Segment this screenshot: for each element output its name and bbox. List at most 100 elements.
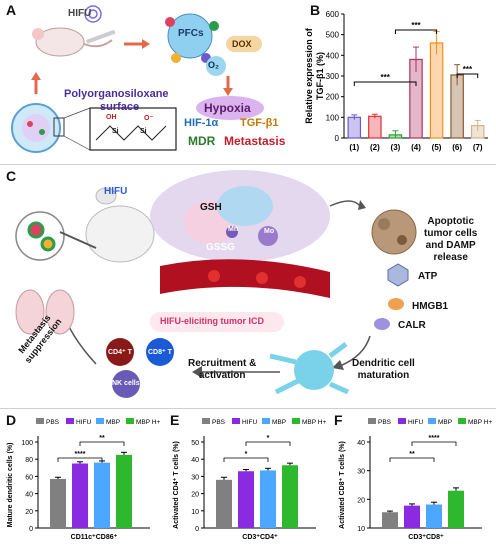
x-axis-label: CD11c⁺CD86⁺ — [71, 534, 118, 541]
bar — [448, 490, 464, 528]
gssg-label: GSSG — [206, 242, 235, 253]
si-label-2: Si — [140, 128, 147, 135]
panel-label-f: F — [334, 412, 343, 428]
hifu-label-c: HIFU — [104, 186, 128, 197]
significance-label: **** — [429, 435, 440, 442]
legend-label: MBP — [106, 419, 120, 426]
y-tick-label: 40 — [357, 440, 365, 447]
hifu-label: HIFU — [68, 8, 92, 19]
legend-swatch — [292, 418, 300, 424]
legend-label: PBS — [46, 419, 60, 426]
dendritic-cell-icon — [269, 342, 350, 395]
significance-bracket — [79, 441, 125, 446]
bar — [94, 462, 110, 528]
hifu-wave-icon — [84, 5, 102, 23]
bar — [116, 454, 132, 528]
si-label-1: Si — [112, 128, 119, 135]
dc-maturation-label: Dendritic cell maturation — [352, 358, 415, 381]
legend-swatch — [428, 418, 436, 424]
legend-swatch — [458, 418, 466, 424]
recruitment-label: Recruitment & activation — [188, 358, 257, 381]
bar — [404, 505, 420, 528]
x-tick-label: (5) — [432, 143, 442, 152]
panel-label-e: E — [170, 412, 180, 428]
hmgb1-label: HMGB1 — [412, 301, 449, 312]
lung-icon — [15, 289, 75, 335]
mouse-icon — [85, 187, 155, 263]
bar — [429, 42, 444, 139]
y-tick-label: 30 — [191, 474, 199, 481]
significance-bracket — [394, 29, 438, 34]
significance-label: *** — [411, 21, 421, 30]
significance-label: ** — [99, 435, 105, 442]
calr-icon — [374, 318, 390, 330]
panel-label-b: B — [310, 2, 321, 18]
cd4-label: CD4⁺ T — [108, 349, 132, 356]
blood-vessel-icon — [160, 259, 330, 298]
legend-label: MBP — [438, 419, 452, 426]
legend-label: PBS — [378, 419, 392, 426]
apoptotic-cell-icon — [371, 209, 417, 255]
tgf-label: TGF-β1 — [240, 117, 279, 129]
y-tick-label: 60 — [25, 474, 33, 481]
nk-cell-icon — [112, 370, 140, 398]
bar — [382, 512, 398, 528]
y-tick-label: 10 — [357, 526, 365, 533]
y-tick-label: 600 — [326, 10, 340, 19]
hmgb1-icon — [388, 298, 404, 310]
bar — [368, 115, 382, 139]
y-tick-label: 80 — [25, 457, 33, 464]
nanoparticle-icon — [11, 103, 65, 153]
y-tick-label: 100 — [326, 113, 340, 122]
surface-label-line2: surface — [100, 101, 140, 113]
panel-label-c: C — [6, 168, 17, 184]
icd-label: HIFU-eliciting tumor ICD — [160, 316, 264, 326]
panel-a-schematic — [11, 5, 264, 153]
cd8-label: CD8⁺ T — [148, 349, 172, 356]
panel-label-d: D — [6, 412, 17, 428]
panel-label-a: A — [6, 2, 17, 18]
y-tick-label: 300 — [326, 72, 340, 81]
significance-label: *** — [380, 73, 390, 82]
hif-label: HIF-1α — [184, 117, 219, 129]
o2-label: O₂ — [208, 60, 219, 70]
bar — [72, 463, 88, 528]
significance-label: ** — [409, 451, 415, 458]
legend-label: MBP H+ — [302, 419, 326, 426]
significance-label: *** — [463, 65, 473, 74]
oh-label: OH — [106, 114, 117, 121]
cd4-t-cell-icon — [106, 338, 134, 366]
significance-bracket — [456, 73, 479, 78]
y-tick-label: 200 — [326, 93, 340, 102]
gsh-label: GSH — [200, 202, 222, 213]
x-tick-label: (1) — [349, 143, 359, 152]
y-tick-label: 10 — [191, 509, 199, 516]
mouse-icon — [32, 27, 116, 57]
significance-bracket — [353, 81, 417, 86]
significance-bracket — [389, 457, 435, 462]
y-axis-label: Activated CD4⁺ T cells (%) — [173, 441, 180, 529]
legend-swatch — [398, 418, 406, 424]
legend-swatch — [262, 418, 270, 424]
y-axis-label: Relative expression of — [304, 27, 314, 124]
legend-label: HIFU — [76, 419, 91, 426]
dox-label: DOX — [232, 39, 252, 49]
x-tick-label: (6) — [452, 143, 462, 152]
bar — [282, 465, 298, 528]
y-tick-label: 20 — [25, 509, 33, 516]
significance-label: * — [267, 435, 270, 442]
significance-label: * — [245, 451, 248, 458]
significance-bracket — [411, 441, 457, 446]
x-tick-label: (4) — [411, 143, 421, 152]
surface-label-line1: Polyorganosiloxane — [64, 88, 169, 100]
legend-label: PBS — [212, 419, 226, 426]
mn-label: Mn — [228, 226, 239, 233]
legend-label: MBP H+ — [468, 419, 492, 426]
legend-swatch — [368, 418, 376, 424]
bar — [238, 471, 254, 528]
y-tick-label: 20 — [191, 492, 199, 499]
